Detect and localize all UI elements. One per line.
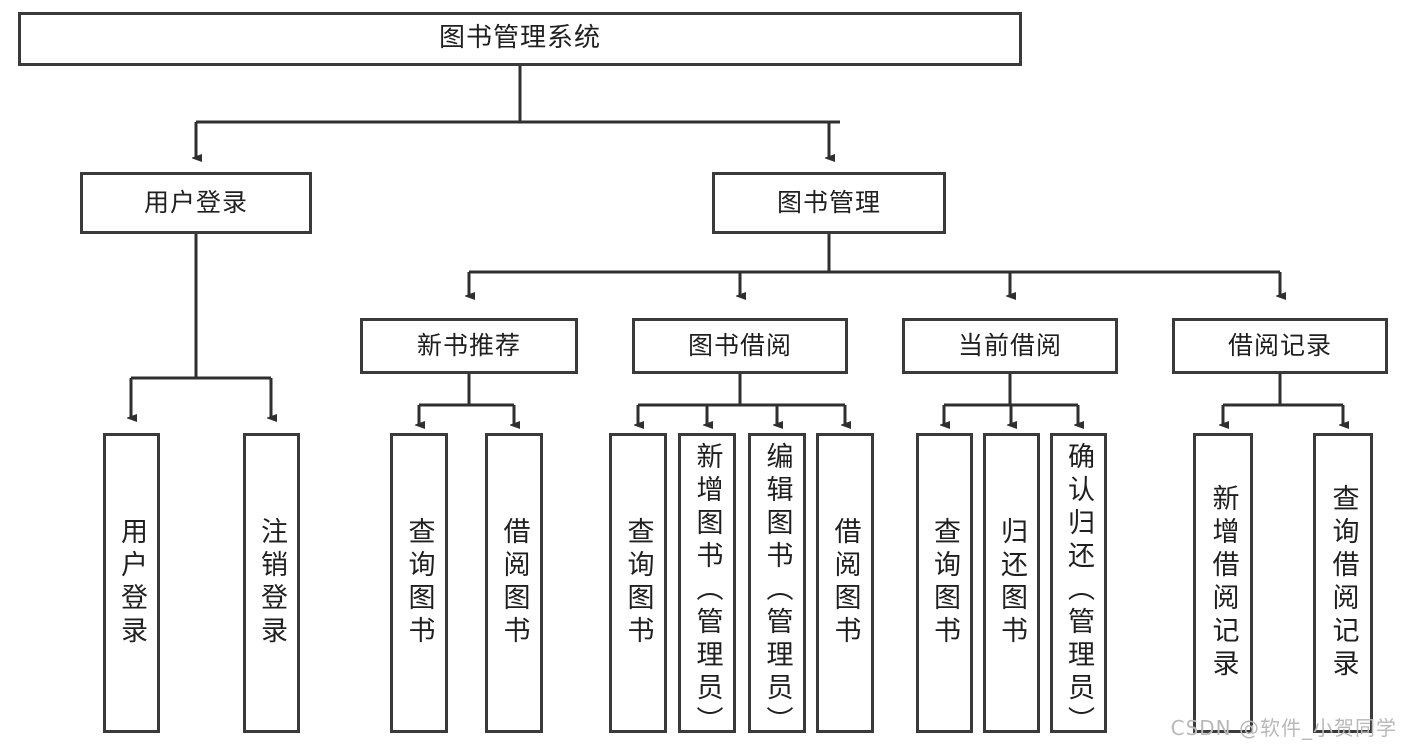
leaf-borrow-query-book[interactable]: 查询图书: [609, 433, 667, 733]
node-label: 确认归还（管理员）: [1063, 442, 1094, 739]
leaf-borrow-add-book-admin[interactable]: 新增图书（管理员）: [678, 433, 736, 739]
node-label: 借阅图书: [498, 517, 530, 649]
leaf-current-confirm-return-admin[interactable]: 确认归还（管理员）: [1050, 433, 1107, 739]
leaf-user-login-login[interactable]: 用户登录: [103, 433, 160, 733]
node-label: 查询图书: [929, 517, 960, 649]
node-label: 图书借阅: [687, 331, 792, 360]
node-label: 当前借阅: [957, 331, 1062, 360]
node-root-book-management-system[interactable]: 图书管理系统: [18, 12, 1022, 66]
node-label: 新书推荐: [416, 331, 521, 360]
node-label: 查询图书: [403, 517, 435, 649]
node-label: 图书管理系统: [438, 23, 601, 54]
node-label: 借阅记录: [1227, 331, 1332, 360]
node-label: 注销登录: [256, 517, 287, 649]
node-label: 新增借阅记录: [1207, 484, 1239, 682]
leaf-new-book-query[interactable]: 查询图书: [390, 433, 448, 733]
leaf-current-query-book[interactable]: 查询图书: [916, 433, 973, 733]
leaf-record-query-record[interactable]: 查询借阅记录: [1313, 433, 1373, 733]
node-label: 图书管理: [776, 188, 881, 217]
leaf-new-book-borrow[interactable]: 借阅图书: [485, 433, 543, 733]
node-label: 新增图书（管理员）: [691, 442, 723, 739]
node-label: 用户登录: [143, 188, 248, 217]
node-user-login[interactable]: 用户登录: [80, 172, 312, 234]
node-label: 编辑图书（管理员）: [761, 442, 793, 739]
node-book-management[interactable]: 图书管理: [712, 172, 946, 234]
node-new-book-recommend[interactable]: 新书推荐: [360, 318, 578, 374]
node-label: 归还图书: [996, 517, 1027, 649]
leaf-borrow-borrow-book[interactable]: 借阅图书: [816, 433, 874, 733]
node-borrow-record[interactable]: 借阅记录: [1172, 318, 1388, 374]
leaf-current-return-book[interactable]: 归还图书: [983, 433, 1040, 733]
node-label: 用户登录: [116, 517, 147, 649]
node-label: 查询图书: [622, 517, 654, 649]
node-label: 查询借阅记录: [1327, 484, 1359, 682]
leaf-borrow-edit-book-admin[interactable]: 编辑图书（管理员）: [748, 433, 806, 739]
node-label: 借阅图书: [829, 517, 861, 649]
node-current-borrow[interactable]: 当前借阅: [902, 318, 1118, 374]
node-book-borrow[interactable]: 图书借阅: [632, 318, 848, 374]
leaf-user-login-logout[interactable]: 注销登录: [243, 433, 300, 733]
csdn-watermark: CSDN @软件_小贺同学: [1170, 716, 1397, 740]
leaf-record-add-record[interactable]: 新增借阅记录: [1193, 433, 1253, 733]
